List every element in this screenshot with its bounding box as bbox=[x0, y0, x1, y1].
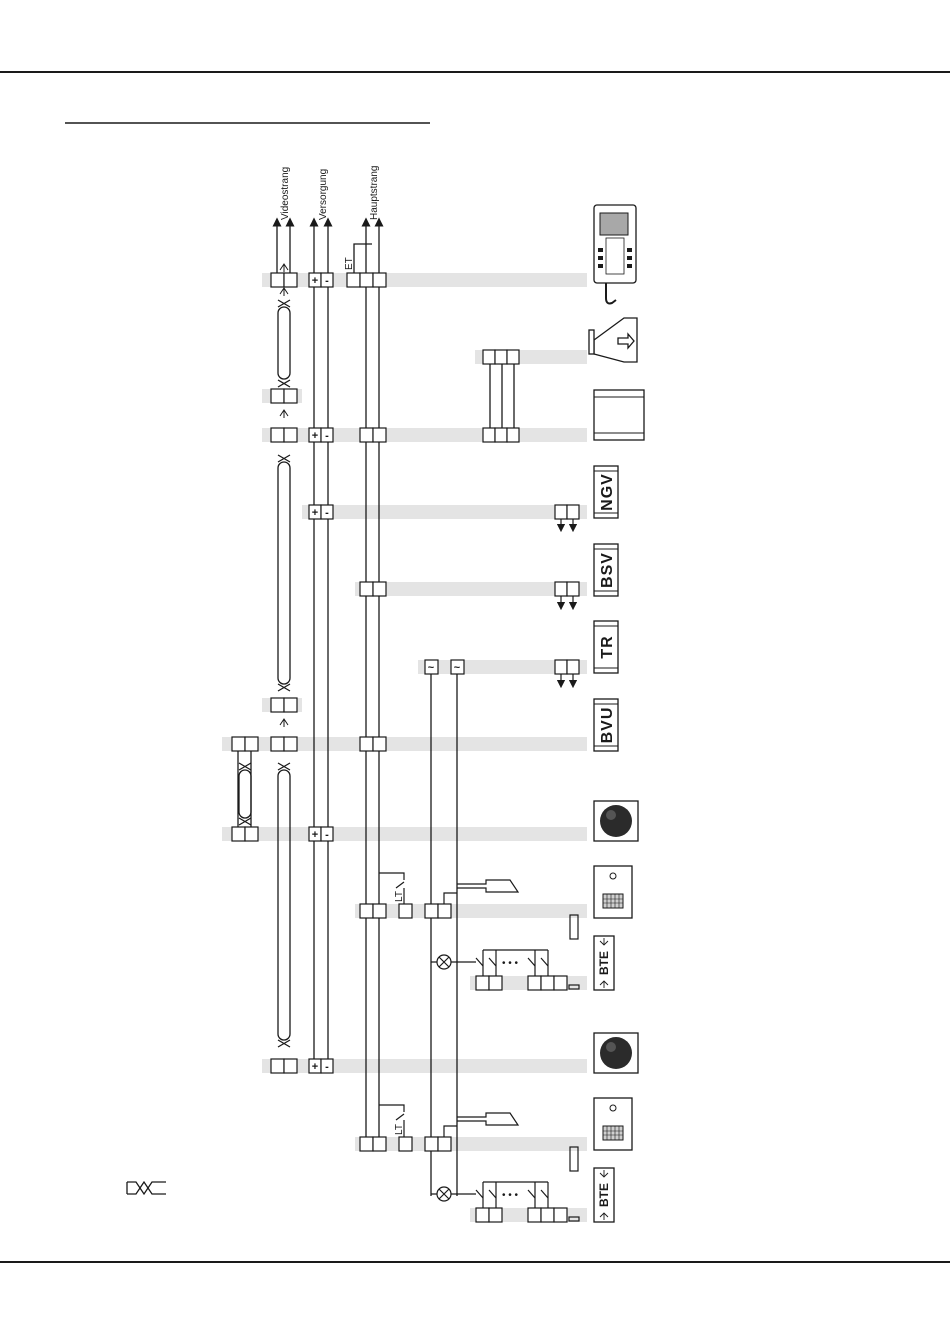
ac-symbol: ~ bbox=[454, 662, 461, 674]
bsv-label: BSV bbox=[599, 552, 616, 588]
plus-symbol: + bbox=[312, 507, 318, 519]
door-wiring-1 bbox=[379, 873, 579, 989]
bte-label: BTE bbox=[597, 951, 611, 975]
et-switch-label: ET bbox=[344, 257, 355, 270]
camera-module-icon bbox=[594, 801, 638, 841]
bte-module: BTE bbox=[594, 936, 614, 990]
output-arrows bbox=[561, 519, 573, 684]
ac-symbol: ~ bbox=[428, 662, 435, 674]
minus-symbol: - bbox=[325, 1061, 329, 1073]
bte-module: BTE bbox=[594, 1168, 614, 1222]
supply-bus-label: Versorgung bbox=[318, 169, 329, 220]
lt-switch-label: LT bbox=[394, 1124, 405, 1135]
ngv-device: NGV bbox=[594, 466, 618, 518]
ngv-label: NGV bbox=[599, 473, 616, 511]
camera-icon bbox=[589, 318, 637, 362]
video-bus-label: Videostrang bbox=[280, 167, 291, 220]
bvu-device: BVU bbox=[594, 699, 618, 751]
button-dots: • • • bbox=[502, 958, 519, 969]
plus-symbol: + bbox=[312, 430, 318, 442]
minus-symbol: - bbox=[325, 430, 329, 442]
bte-label: BTE bbox=[597, 1183, 611, 1207]
tr-device: TR bbox=[594, 621, 618, 673]
minus-symbol: - bbox=[325, 275, 329, 287]
video-indoor-station-icon bbox=[594, 205, 636, 303]
main-bus-label: Hauptstrang bbox=[369, 166, 380, 220]
speaker-module-icon bbox=[594, 866, 632, 918]
button-dots: • • • bbox=[502, 1190, 519, 1201]
module-icon bbox=[594, 390, 644, 440]
coax-legend-icon bbox=[127, 1182, 166, 1194]
minus-symbol: - bbox=[325, 507, 329, 519]
bvu-label: BVU bbox=[599, 707, 616, 744]
signal-arrows bbox=[280, 264, 288, 727]
camera-module-icon bbox=[594, 1033, 638, 1073]
bsv-device: BSV bbox=[594, 544, 618, 596]
plus-symbol: + bbox=[312, 1061, 318, 1073]
plus-symbol: + bbox=[312, 275, 318, 287]
door-wiring-2 bbox=[379, 1105, 579, 1221]
plus-symbol: + bbox=[312, 829, 318, 841]
minus-symbol: - bbox=[325, 829, 329, 841]
lt-switch-label: LT bbox=[394, 891, 405, 902]
speaker-module-icon bbox=[594, 1098, 632, 1150]
tr-label: TR bbox=[599, 635, 616, 658]
